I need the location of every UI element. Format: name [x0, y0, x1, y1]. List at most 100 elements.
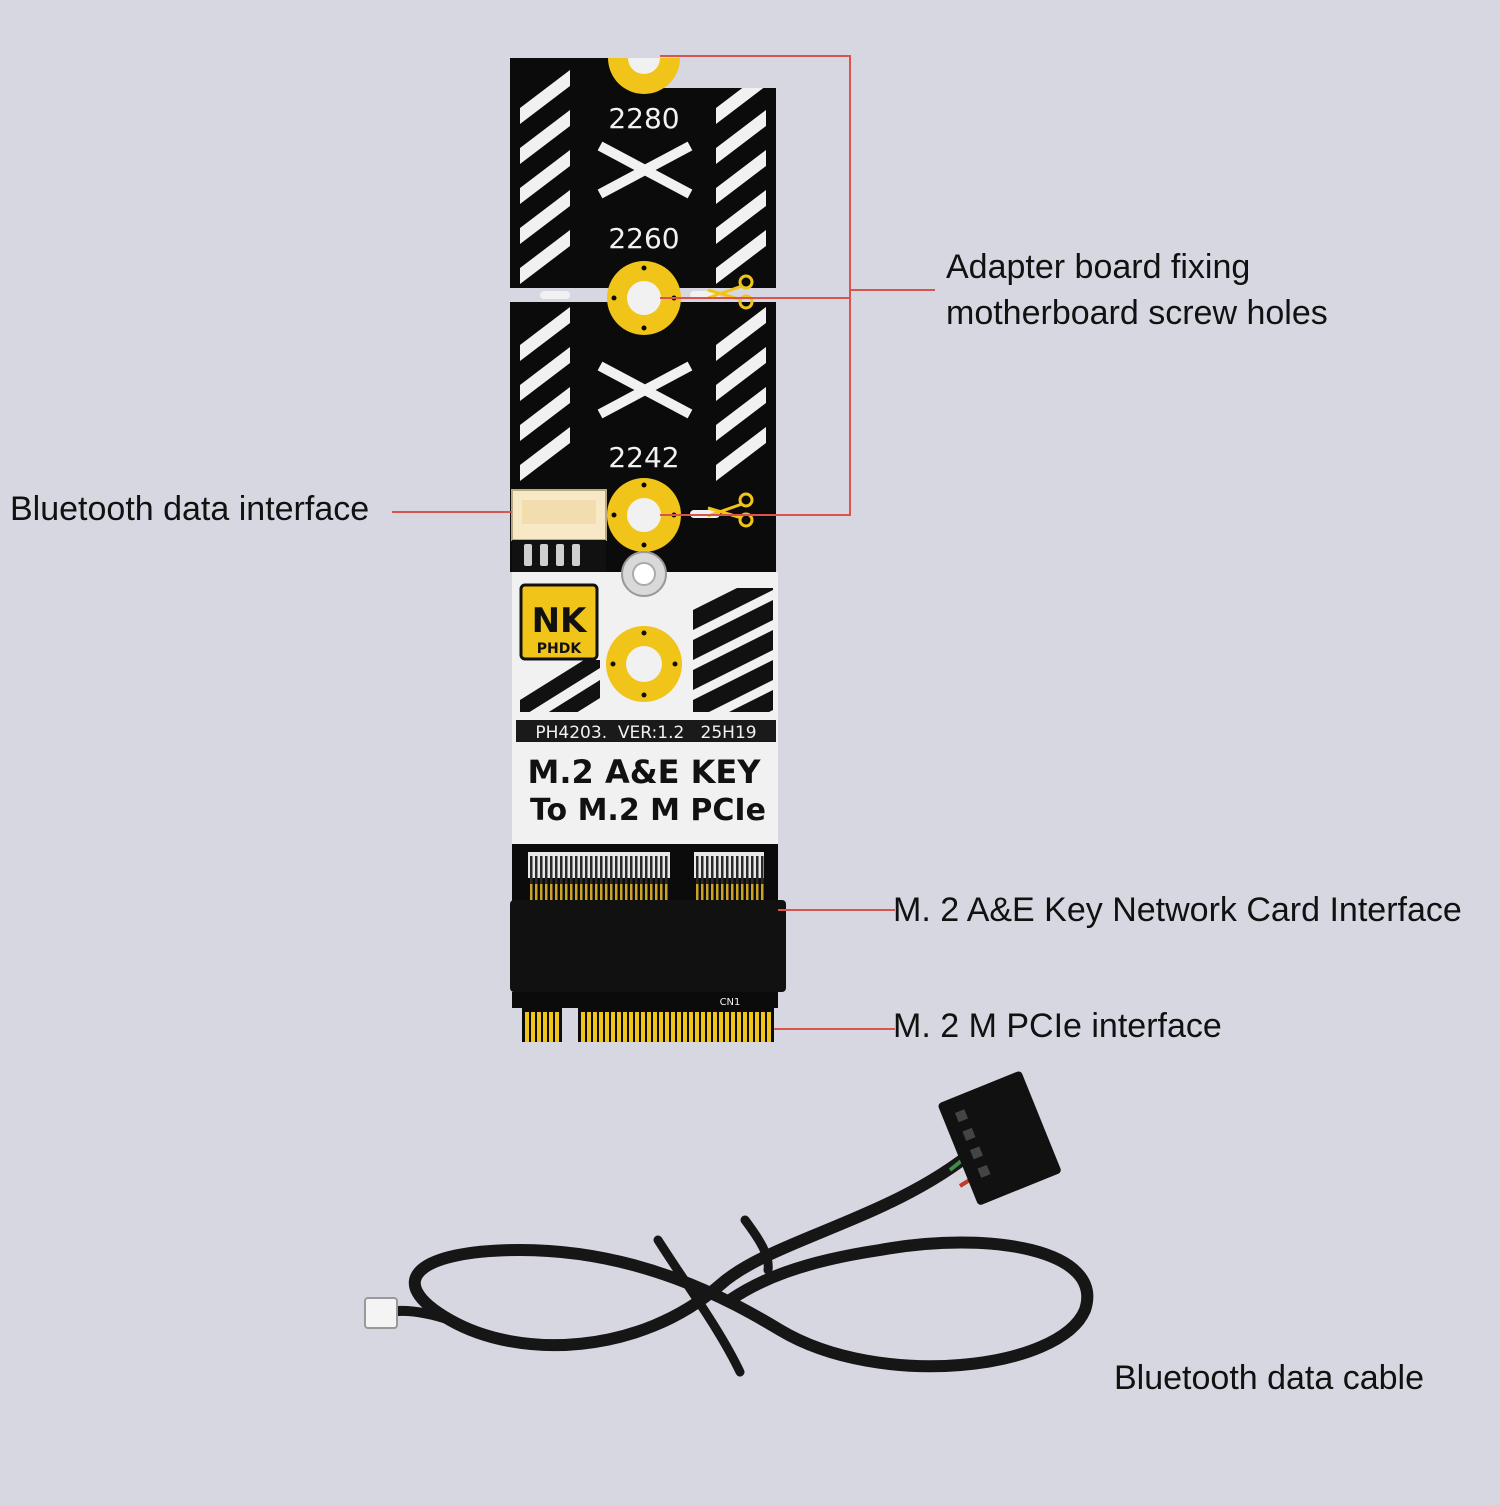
connector-label: CN1: [720, 997, 741, 1008]
gold-finger: [761, 1012, 765, 1042]
gold-finger: [531, 1012, 535, 1042]
socket-contact: [721, 884, 724, 902]
gold-finger: [743, 1012, 747, 1042]
board-white-section: NK PHDK PH4203. VER:1.2 25H19 M.2 A&E KE…: [512, 551, 778, 844]
bluetooth-connector: [511, 489, 607, 572]
stripe-pattern-right: [693, 588, 773, 712]
gold-finger: [599, 1012, 603, 1042]
socket-pin: [575, 856, 578, 902]
stripe-pattern-middle: [520, 307, 766, 481]
socket-pin: [590, 856, 593, 902]
gold-finger: [611, 1012, 615, 1042]
socket-pin: [711, 856, 714, 902]
gold-finger: [525, 1012, 529, 1042]
socket-contact: [645, 884, 648, 902]
socket-pin: [645, 856, 648, 902]
gold-finger: [659, 1012, 663, 1042]
socket-pin: [545, 856, 548, 902]
callout-network-interface: M. 2 A&E Key Network Card Interface: [893, 891, 1462, 929]
gold-finger: [755, 1012, 759, 1042]
gold-finger: [647, 1012, 651, 1042]
socket-pin: [716, 856, 719, 902]
socket-pin: [565, 856, 568, 902]
socket-contact: [630, 884, 633, 902]
gold-finger: [713, 1012, 717, 1042]
gold-finger: [665, 1012, 669, 1042]
socket-pin: [540, 856, 543, 902]
socket-pin: [640, 856, 643, 902]
gold-finger: [623, 1012, 627, 1042]
socket-contact: [535, 884, 538, 902]
socket-contact: [580, 884, 583, 902]
x-mark-top: [597, 141, 693, 199]
gold-finger: [549, 1012, 553, 1042]
svg-text:NK: NK: [532, 601, 588, 641]
socket-pin: [721, 856, 724, 902]
gold-finger: [737, 1012, 741, 1042]
gold-finger: [617, 1012, 621, 1042]
socket-pin: [560, 856, 563, 902]
socket-contact: [761, 884, 764, 902]
screw-hole-2260: [607, 261, 681, 335]
socket-pin: [761, 856, 764, 902]
socket-pin: [555, 856, 558, 902]
socket-contact: [550, 884, 553, 902]
socket-pin: [660, 856, 663, 902]
socket-contact: [620, 884, 623, 902]
gold-finger: [543, 1012, 547, 1042]
socket-pin: [756, 856, 759, 902]
gold-finger: [719, 1012, 723, 1042]
size-label-2280: 2280: [608, 102, 679, 135]
gold-finger: [555, 1012, 559, 1042]
socket-pin: [535, 856, 538, 902]
board-top-section: [510, 58, 776, 288]
socket-pin: [655, 856, 658, 902]
socket-contact: [756, 884, 759, 902]
socket-contact: [600, 884, 603, 902]
socket-contact: [746, 884, 749, 902]
socket-pin: [741, 856, 744, 902]
socket-pin: [570, 856, 573, 902]
gold-finger: [653, 1012, 657, 1042]
socket-pin: [580, 856, 583, 902]
gold-finger: [635, 1012, 639, 1042]
socket-contact: [585, 884, 588, 902]
socket-contact: [736, 884, 739, 902]
socket-pin: [600, 856, 603, 902]
x-mark-middle: [597, 361, 693, 419]
callout-bluetooth-cable: Bluetooth data cable: [1114, 1359, 1425, 1397]
socket-pin: [726, 856, 729, 902]
socket-contact: [565, 884, 568, 902]
m-key-gold-fingers: [522, 1008, 774, 1042]
leader-lines: [392, 55, 935, 1030]
gold-finger: [707, 1012, 711, 1042]
socket-contact: [570, 884, 573, 902]
socket-contact: [665, 884, 668, 902]
socket-contact: [741, 884, 744, 902]
socket-pin: [605, 856, 608, 902]
gold-finger: [629, 1012, 633, 1042]
socket-pin: [550, 856, 553, 902]
socket-pin: [696, 856, 699, 902]
socket-contact: [545, 884, 548, 902]
gold-finger: [581, 1012, 585, 1042]
socket-pin: [610, 856, 613, 902]
socket-contact: [615, 884, 618, 902]
size-label-2242: 2242: [608, 441, 679, 474]
gold-finger: [701, 1012, 705, 1042]
jst-plug: [364, 1297, 398, 1329]
socket-pin: [615, 856, 618, 902]
socket-contact: [560, 884, 563, 902]
screw-hole-2230: [606, 626, 682, 702]
socket-contact: [595, 884, 598, 902]
socket-contact: [731, 884, 734, 902]
callout-fixing-line1: Adapter board fixing: [946, 248, 1251, 286]
phdk-logo: NK PHDK: [519, 583, 599, 661]
socket-contact: [635, 884, 638, 902]
socket-pins: [530, 856, 764, 902]
socket-contact: [650, 884, 653, 902]
gold-finger: [671, 1012, 675, 1042]
socket-pin: [751, 856, 754, 902]
socket-pin: [635, 856, 638, 902]
socket-contact: [590, 884, 593, 902]
